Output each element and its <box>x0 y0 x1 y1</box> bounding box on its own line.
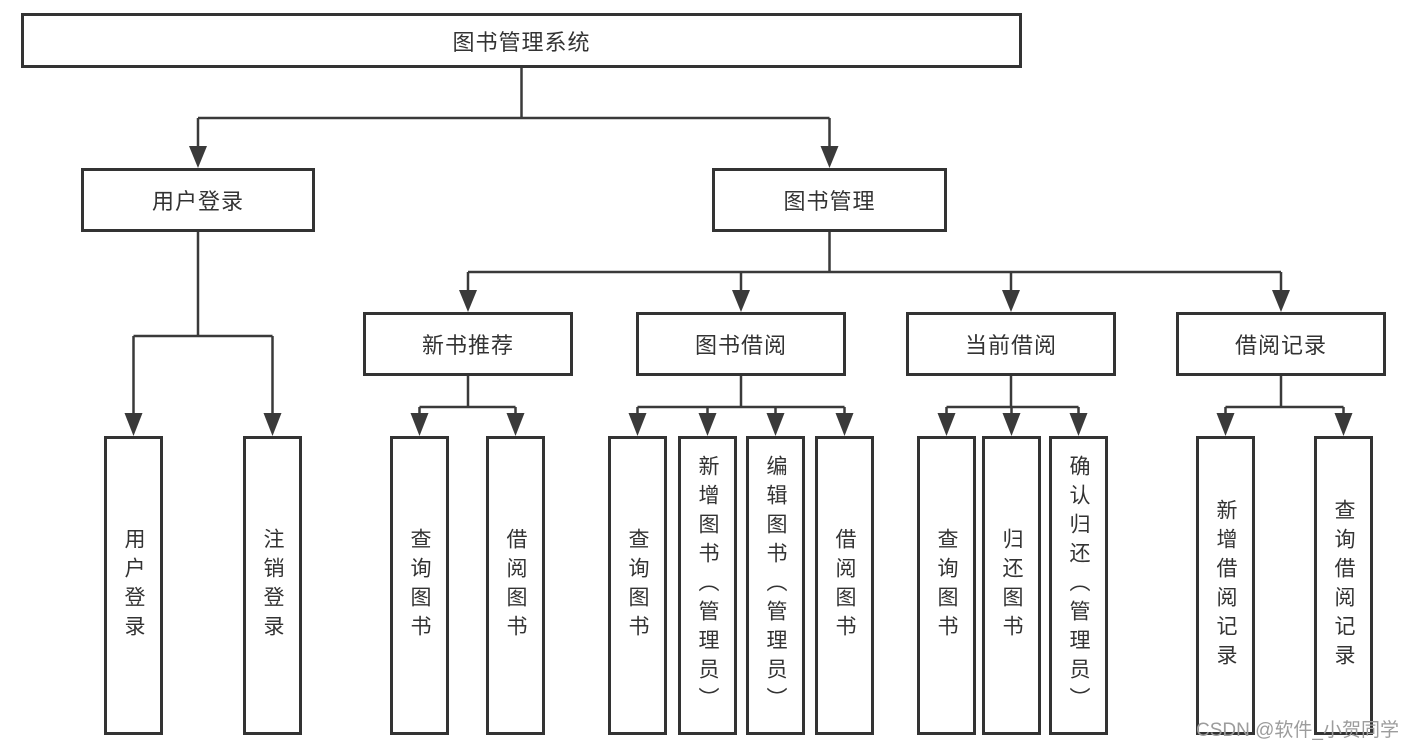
leaf-add-books-admin-label: 新增图书（管理员） <box>696 455 719 716</box>
leaf-add-borrow-record-label: 新增借阅记录 <box>1214 498 1237 673</box>
leaf-query-books-current: 查询图书 <box>917 436 976 735</box>
leaf-query-borrow-record: 查询借阅记录 <box>1314 436 1373 735</box>
leaf-query-books-recommend: 查询图书 <box>390 436 449 735</box>
leaf-user-login-label: 用户登录 <box>122 527 145 644</box>
leaf-borrow-books-recommend-label: 借阅图书 <box>504 527 527 644</box>
leaf-query-books-current-label: 查询图书 <box>935 527 958 644</box>
connector-book-borrow-to-leaves <box>628 376 854 436</box>
connector-root-to-level2 <box>189 68 839 168</box>
leaf-add-books-admin: 新增图书（管理员） <box>678 436 737 735</box>
leaf-logout-label: 注销登录 <box>261 527 284 644</box>
connector-book-mgmt-to-level3 <box>459 232 1290 312</box>
node-current-borrowing: 当前借阅 <box>906 312 1116 376</box>
node-new-book-recommendation: 新书推荐 <box>363 312 573 376</box>
leaf-borrow-books: 借阅图书 <box>815 436 874 735</box>
connector-current-borrow-to-leaves <box>937 376 1088 436</box>
leaf-return-books-label: 归还图书 <box>1000 527 1023 644</box>
connector-new-books-to-leaves <box>410 376 525 436</box>
leaf-borrow-books-label: 借阅图书 <box>833 527 856 644</box>
node-book-management: 图书管理 <box>712 168 947 232</box>
leaf-query-books-recommend-label: 查询图书 <box>408 527 431 644</box>
csdn-watermark: CSDN @软件_小贺同学 <box>1196 720 1399 741</box>
leaf-edit-books-admin-label: 编辑图书（管理员） <box>764 455 787 716</box>
connector-user-login-to-leaves <box>124 232 282 436</box>
node-user-login: 用户登录 <box>81 168 315 232</box>
leaf-add-borrow-record: 新增借阅记录 <box>1196 436 1255 735</box>
leaf-confirm-return-admin: 确认归还（管理员） <box>1049 436 1108 735</box>
leaf-query-borrow-record-label: 查询借阅记录 <box>1332 498 1355 673</box>
leaf-edit-books-admin: 编辑图书（管理员） <box>746 436 805 735</box>
leaf-confirm-return-admin-label: 确认归还（管理员） <box>1067 455 1090 716</box>
connector-records-to-leaves <box>1216 376 1353 436</box>
leaf-query-books-borrow-label: 查询图书 <box>626 527 649 644</box>
node-book-borrowing: 图书借阅 <box>636 312 846 376</box>
leaf-user-login: 用户登录 <box>104 436 163 735</box>
leaf-return-books: 归还图书 <box>982 436 1041 735</box>
leaf-logout: 注销登录 <box>243 436 302 735</box>
node-borrowing-records: 借阅记录 <box>1176 312 1386 376</box>
leaf-query-books-borrow: 查询图书 <box>608 436 667 735</box>
node-library-management-system: 图书管理系统 <box>21 13 1022 68</box>
leaf-borrow-books-recommend: 借阅图书 <box>486 436 545 735</box>
